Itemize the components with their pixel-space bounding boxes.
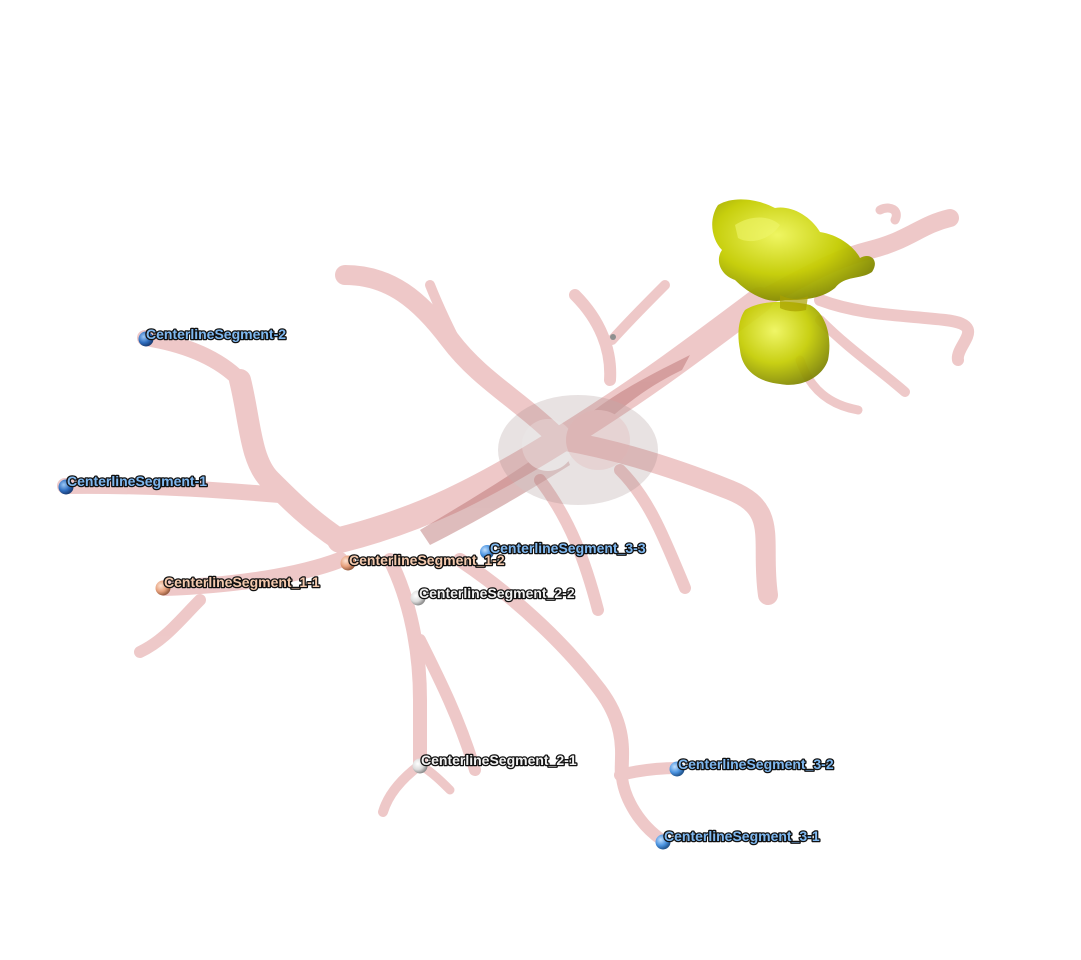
vessel-overlap-dark-2: [560, 355, 690, 455]
label-seg2-1: CenterlineSegment_2-1: [421, 752, 577, 768]
vessel-to-seg1: [57, 477, 288, 503]
vessel-tree: [57, 203, 975, 846]
vessel-point-dot: [610, 334, 616, 340]
vessel-cross-upper-b: [425, 280, 465, 355]
marker-seg3-3[interactable]: [480, 545, 494, 559]
vessel-mid-down-b: [414, 634, 481, 776]
aneurysm-lower-lobe: [738, 301, 830, 385]
label-seg2-2: CenterlineSegment_2-2: [419, 585, 575, 601]
marker-seg1-2[interactable]: [340, 555, 356, 571]
label-seg3-3: CenterlineSegment_3-3: [490, 540, 646, 556]
label-seg1: CenterlineSegment-1: [67, 473, 207, 489]
marker-seg1[interactable]: [58, 479, 74, 495]
marker-seg2[interactable]: [138, 331, 154, 347]
label-seg2: CenterlineSegment-2: [146, 326, 286, 342]
vessel-cross-lower-c: [534, 474, 604, 616]
vessel-to-seg1-1: [157, 552, 348, 596]
vessel-bulb-outline-3: [566, 410, 630, 470]
vessel-left-trunk: [229, 369, 351, 551]
marker-seg3-1[interactable]: [655, 834, 671, 850]
vessel-cross-lower-b: [614, 464, 691, 594]
marker-seg2-2[interactable]: [410, 590, 426, 606]
vessel-top-branch: [875, 203, 901, 225]
vessel-trunk-upper-3: [815, 315, 910, 397]
vessel-to-seg3-2: [614, 762, 684, 781]
marker-seg3-2[interactable]: [669, 761, 685, 777]
label-seg3-2: CenterlineSegment_3-2: [678, 756, 834, 772]
vessel-right-down: [453, 553, 630, 782]
aneurysm-highlight: [735, 217, 780, 242]
vessel-top-center-b: [607, 280, 670, 345]
vessel-bulb-outline: [498, 395, 658, 505]
vessel-bulb-outline-2: [522, 419, 574, 471]
marker-seg2-1[interactable]: [412, 758, 428, 774]
vessel-cross-lower: [550, 430, 778, 605]
vessel-to-seg3-1: [616, 772, 668, 846]
marker-seg1-1[interactable]: [155, 580, 171, 596]
aneurysm-upper-lobe: [712, 199, 875, 301]
vessel-branch-1-1-b: [134, 594, 206, 658]
label-seg1-1: CenterlineSegment_1-1: [164, 574, 320, 590]
centerline-markers[interactable]: [58, 331, 685, 850]
label-seg3-1: CenterlineSegment_3-1: [664, 828, 820, 844]
vessel-overlap-dark: [420, 440, 570, 545]
vessel-to-seg2: [137, 330, 248, 388]
aneurysm-surface[interactable]: [712, 199, 875, 385]
vessel-trunk-upper-2: [814, 294, 975, 366]
vessel-mid-down: [383, 553, 428, 772]
vessel-top-center: [569, 289, 617, 386]
vessel-overlap-shading: [420, 355, 690, 545]
marker-labels: CenterlineSegment-2 CenterlineSegment-1 …: [66, 325, 835, 846]
aneurysm-neck: [780, 295, 808, 312]
vessel-seg2-1-fork: [378, 760, 425, 817]
label-seg1-2: CenterlineSegment_1-2: [349, 552, 505, 568]
